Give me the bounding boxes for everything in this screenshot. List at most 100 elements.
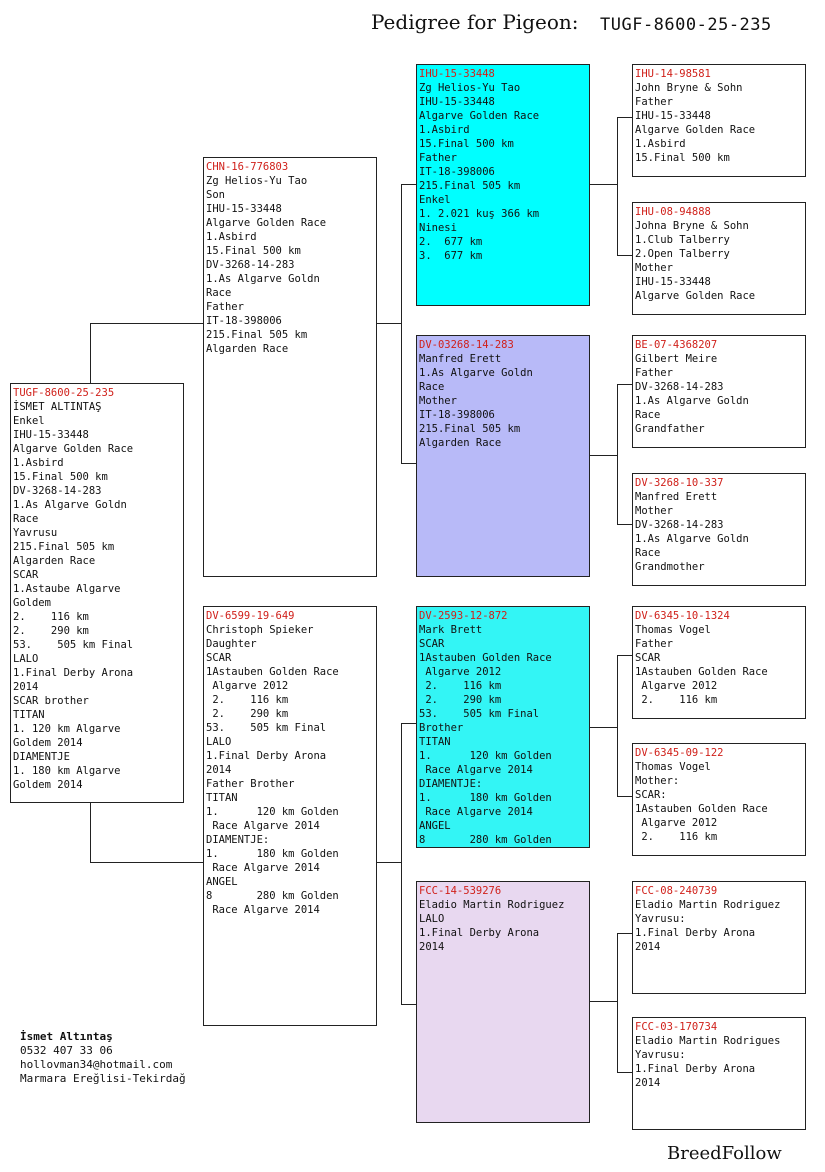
ring-number: DV-03268-14-283	[419, 339, 514, 351]
connector	[401, 463, 417, 464]
pedigree-line: Father	[419, 152, 457, 164]
pedigree-line: 2014	[206, 764, 232, 776]
connector	[401, 723, 402, 1005]
pigeon-ring-title: TUGF-8600-25-235	[600, 15, 772, 35]
ring-number: TUGF-8600-25-235	[13, 387, 115, 399]
pedigree-line: Mother:	[635, 775, 680, 787]
pedigree-line: Christoph Spieker	[206, 624, 314, 636]
pedigree-line: DIAMENTJE:	[206, 834, 270, 846]
pedigree-line: 53. 505 km Final	[13, 639, 134, 651]
ring-number: DV-6599-19-649	[206, 610, 295, 622]
pedigree-line: Mark Brett	[419, 624, 483, 636]
pedigree-line: 8 280 km Golden	[419, 834, 552, 846]
connector	[617, 655, 633, 656]
pedigree-line: 15.Final 500 km	[419, 138, 514, 150]
connector	[90, 323, 91, 384]
owner-email[interactable]: hollovman34@hotmail.com	[20, 1058, 173, 1071]
pedigree-line: Race Algarve 2014	[206, 904, 320, 916]
pedigree-line: Algarden Race	[13, 555, 96, 567]
pedigree-line: 8 280 km Golden	[206, 890, 339, 902]
pedigree-line: Race Algarve 2014	[206, 820, 320, 832]
pedigree-line: SCAR	[206, 652, 232, 664]
pedigree-line: 215.Final 505 km	[419, 423, 521, 435]
pedigree-line: Father	[635, 638, 673, 650]
pedigree-line: 1Astauben Golden Race	[635, 666, 768, 678]
connector	[401, 184, 417, 185]
pedigree-line: Johna Bryne & Sohn	[635, 220, 749, 232]
pedigree-line: 2014	[635, 1077, 661, 1089]
pedigree-line: Daughter	[206, 638, 257, 650]
connector	[617, 117, 633, 118]
pedigree-line: Race Algarve 2014	[206, 862, 320, 874]
pedigree-line: ANGEL	[206, 876, 238, 888]
pedigree-line: IT-18-398006	[419, 409, 495, 421]
pedigree-line: ANGEL	[419, 820, 451, 832]
pedigree-line: 2. 116 km	[206, 694, 289, 706]
pedigree-line: 1Astauben Golden Race	[635, 803, 768, 815]
connector	[617, 933, 618, 1073]
ring-number: CHN-16-776803	[206, 161, 289, 173]
connector	[617, 384, 618, 525]
ring-number: FCC-03-170734	[635, 1021, 718, 1033]
connector	[589, 184, 618, 185]
connector	[376, 323, 402, 324]
pedigree-line: SCAR:	[635, 789, 667, 801]
pedigree-line: IHU-15-33448	[635, 110, 711, 122]
pedigree-line: Grandfather	[635, 423, 705, 435]
pedigree-line: 1.As Algarve Goldn	[635, 533, 749, 545]
connector	[617, 255, 633, 256]
pedigree-line: 53. 505 km Final	[206, 722, 327, 734]
pedigree-line: 1Astauben Golden Race	[419, 652, 552, 664]
ring-number: DV-3268-10-337	[635, 477, 724, 489]
owner-name: İsmet Altıntaş	[20, 1030, 113, 1043]
pedigree-line: Mother	[635, 262, 673, 274]
pedigree-line: TITAN	[13, 709, 45, 721]
ring-number: IHU-14-98581	[635, 68, 711, 80]
pedigree-line: Yavrusu	[13, 527, 58, 539]
pedigree-line: Father	[206, 301, 244, 313]
pedigree-line: İSMET ALTINTAŞ	[13, 401, 102, 413]
connector	[589, 455, 618, 456]
pedigree-line: 15.Final 500 km	[13, 471, 108, 483]
pedigree-line: Race Algarve 2014	[419, 764, 533, 776]
pedigree-line: 1.As Algarve Goldn	[206, 273, 320, 285]
pedigree-line: 2. 116 km	[419, 680, 502, 692]
pedigree-line: SCAR	[635, 652, 661, 664]
connector	[617, 655, 618, 797]
pedigree-line: IHU-15-33448	[635, 276, 711, 288]
pedigree-line: 2. 116 km	[635, 831, 718, 843]
pedigree-line: 15.Final 500 km	[635, 152, 730, 164]
pedigree-line: Race	[419, 381, 445, 393]
pedigree-line: Gilbert Meire	[635, 353, 718, 365]
pedigree-line: Algarve 2012	[419, 666, 502, 678]
pedigree-line: 215.Final 505 km	[419, 180, 521, 192]
pedigree-line: DV-3268-14-283	[635, 381, 724, 393]
pedigree-line: 215.Final 505 km	[13, 541, 115, 553]
pedigree-line: 1. 180 km Golden	[419, 792, 552, 804]
connector	[617, 117, 618, 256]
pedigree-line: DV-3268-14-283	[13, 485, 102, 497]
pedigree-line: 1. 120 km Golden	[206, 806, 339, 818]
pedigree-line: Yavrusu:	[635, 1049, 686, 1061]
page-title: Pedigree for Pigeon:	[371, 10, 579, 34]
connector	[376, 862, 402, 863]
pedigree-line: Race	[635, 547, 661, 559]
pedigree-line: Brother	[419, 722, 464, 734]
connector	[90, 323, 204, 324]
pedigree-line: Father Brother	[206, 778, 295, 790]
